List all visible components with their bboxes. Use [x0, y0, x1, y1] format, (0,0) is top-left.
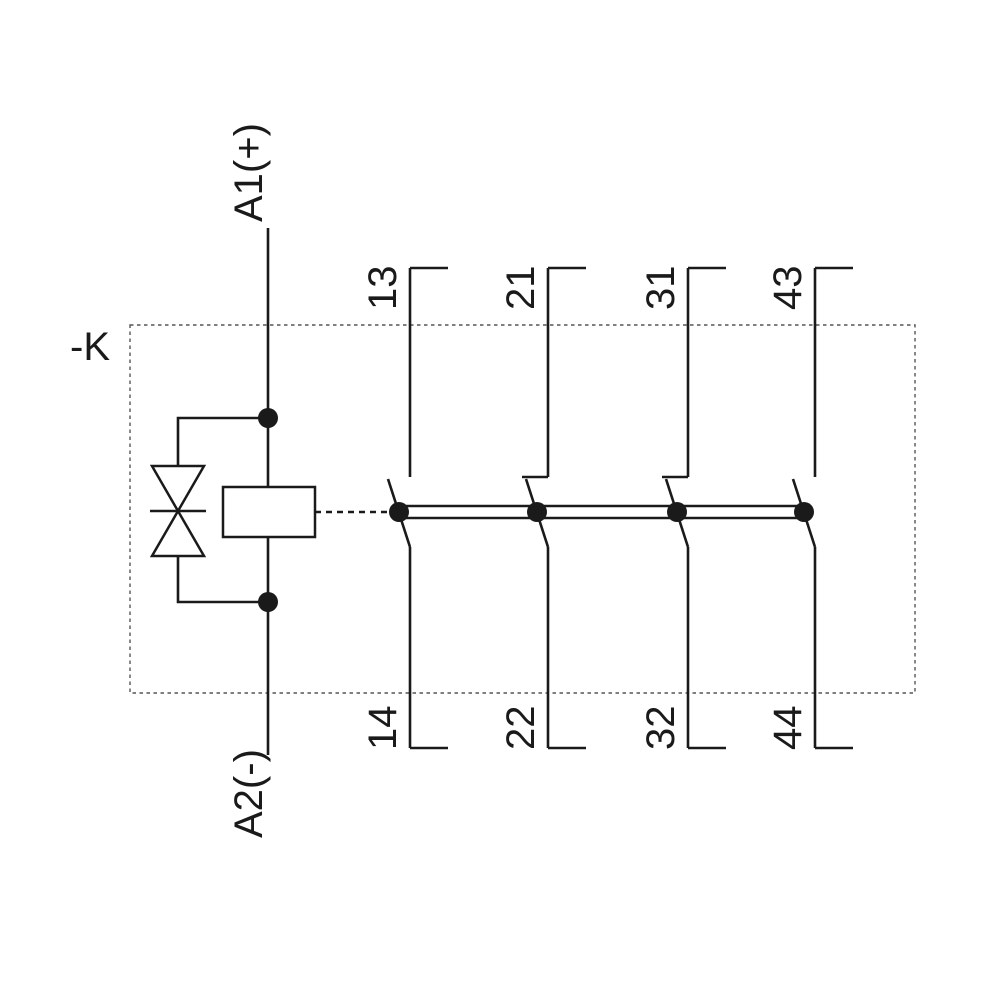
suppressor-bottom-wire — [176, 556, 268, 604]
device-boundary — [129, 324, 916, 694]
contact-31-32: 31 32 — [639, 266, 726, 751]
mechanical-linkage — [315, 502, 814, 522]
contact-top-label-13: 13 — [361, 266, 405, 311]
contact-31-blade — [664, 478, 690, 548]
contact-13-14: 13 14 — [361, 266, 448, 751]
suppressor-top-wire — [176, 416, 268, 466]
suppressor-triangle-up — [149, 508, 207, 558]
terminal-label-a2: A2(-) — [227, 749, 271, 838]
coil-circuit: A1(+) A2(-) — [149, 123, 317, 838]
contact-top-label-21: 21 — [499, 266, 543, 311]
terminal-label-a1: A1(+) — [227, 123, 271, 222]
contact-21-blade — [524, 478, 550, 548]
contact-bottom-label-22: 22 — [499, 706, 543, 751]
contact-bottom-label-32: 32 — [639, 706, 683, 751]
contact-bottom-label-44: 44 — [766, 706, 810, 751]
contact-bottom-label-14: 14 — [361, 706, 405, 751]
contact-43-44: 43 44 — [766, 266, 853, 751]
surge-suppressor-branch — [149, 416, 268, 604]
surge-suppressor-varistor-icon — [149, 464, 207, 558]
device-label: -K — [70, 325, 110, 369]
contact-21-22: 21 22 — [499, 266, 586, 751]
contact-43-blade — [791, 478, 817, 548]
contact-top-label-43: 43 — [766, 266, 810, 311]
contact-13-blade — [386, 478, 412, 548]
coil-box-icon — [221, 485, 317, 539]
contact-top-label-31: 31 — [639, 266, 683, 311]
suppressor-triangle-down — [149, 464, 207, 514]
